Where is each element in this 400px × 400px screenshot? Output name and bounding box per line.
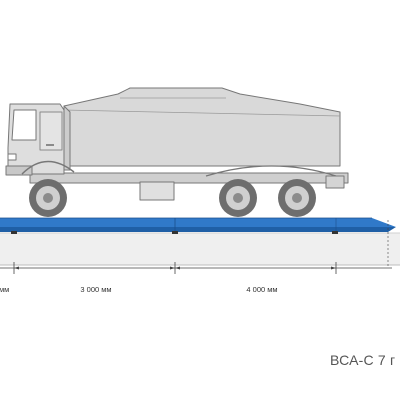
cab-door (39, 111, 63, 151)
fuel-tank (139, 181, 175, 201)
dimension-label-left: мм (0, 285, 9, 294)
front-bumper (5, 165, 33, 176)
dimension-label-middle: 3 000 мм (80, 285, 111, 294)
rear-wheel-2 (278, 179, 316, 217)
scale-platform (0, 217, 396, 232)
dump-body (63, 87, 341, 167)
front-wheel (29, 179, 67, 217)
model-label: ВСА-С 7 г (330, 352, 396, 368)
dump-truck (5, 87, 349, 201)
truck-wheels (29, 179, 316, 217)
cab-window (11, 109, 37, 141)
road-surface (0, 232, 400, 266)
rear-wheel-1 (219, 179, 257, 217)
dimension-label-right: 4 000 мм (246, 285, 277, 294)
load-cells (11, 231, 338, 234)
dimension-lines (0, 220, 392, 274)
truck-chassis (29, 172, 349, 184)
